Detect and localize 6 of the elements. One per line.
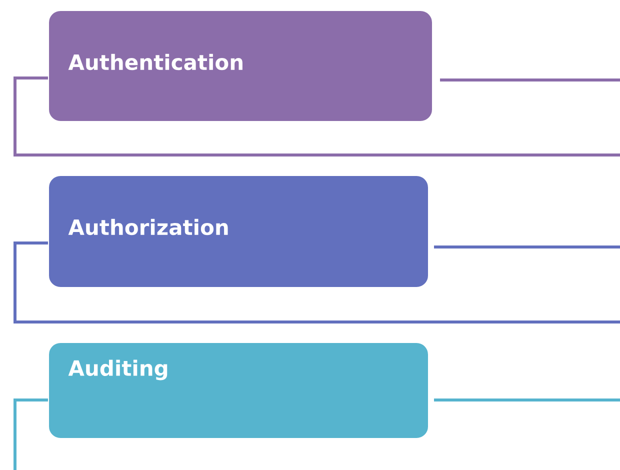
node-label: Authentication xyxy=(68,54,242,70)
process-box xyxy=(48,342,429,439)
node-label: Authorization xyxy=(68,218,228,236)
process-box xyxy=(48,10,433,122)
process-box xyxy=(48,174,429,288)
node-label: Auditing xyxy=(68,360,168,380)
